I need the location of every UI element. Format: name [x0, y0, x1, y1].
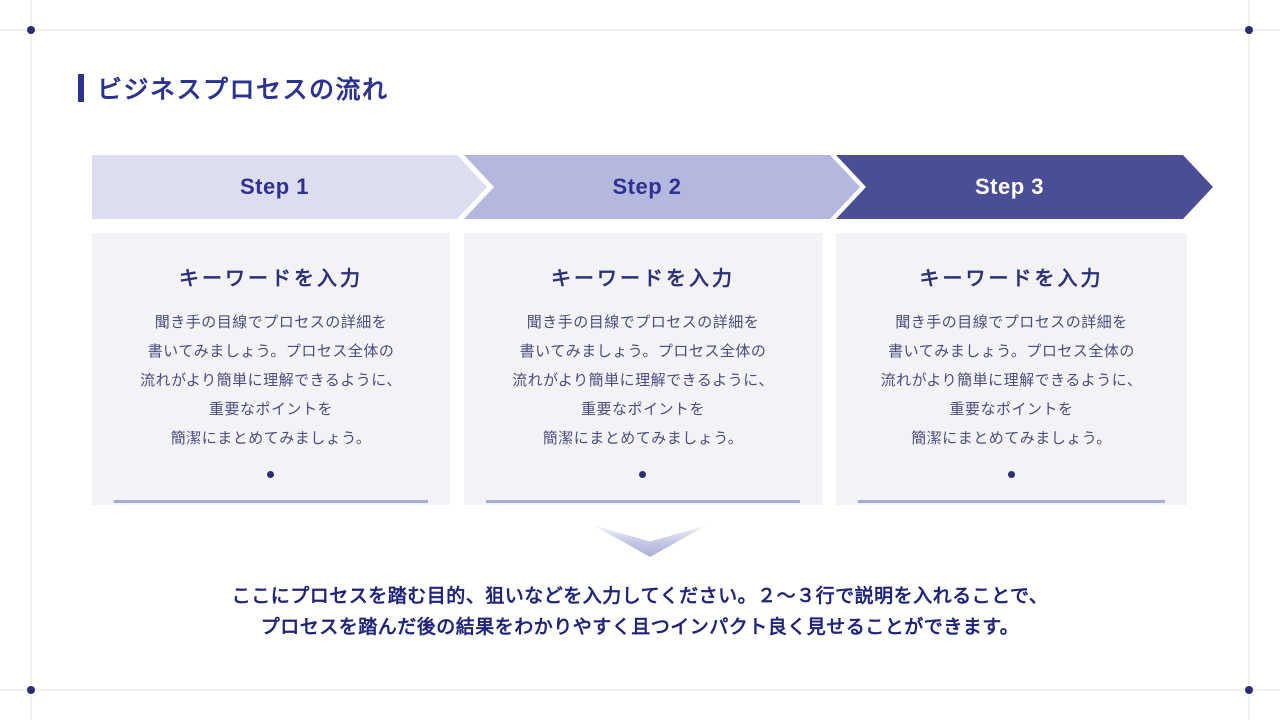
- guide-line-bottom: [0, 689, 1280, 691]
- process-card-1: キーワードを入力 聞き手の目線でプロセスの詳細を 書いてみましょう。プロセス全体…: [92, 233, 450, 505]
- card-underline-3: [858, 500, 1165, 503]
- card-underline-2: [486, 500, 800, 503]
- footer-note: ここにプロセスを踏む目的、狙いなどを入力してください。２～３行で説明を入れること…: [231, 586, 1049, 638]
- corner-dot-bottom-left: [27, 686, 35, 694]
- chevron-down-icon: [595, 526, 705, 557]
- corner-dot-top-right: [1245, 26, 1253, 34]
- guide-line-right: [1248, 0, 1250, 720]
- card-body-1: 聞き手の目線でプロセスの詳細を 書いてみましょう。プロセス全体の 流れがより簡単…: [140, 314, 402, 447]
- card-heading-2: キーワードを入力: [551, 266, 735, 290]
- bullet-dot-2: [639, 471, 646, 478]
- step-banner-1: Step 1: [92, 155, 487, 219]
- bullet-dot-1: [267, 471, 274, 478]
- step-label-2: Step 2: [612, 174, 682, 199]
- process-card-3: キーワードを入力 聞き手の目線でプロセスの詳細を 書いてみましょう。プロセス全体…: [836, 233, 1187, 505]
- page-title: ビジネスプロセスの流れ: [97, 75, 389, 104]
- corner-dot-bottom-right: [1245, 686, 1253, 694]
- card-body-2: 聞き手の目線でプロセスの詳細を 書いてみましょう。プロセス全体の 流れがより簡単…: [512, 314, 774, 447]
- title-accent-bar: [78, 74, 84, 102]
- step-label-1: Step 1: [239, 174, 310, 199]
- card-body-3: 聞き手の目線でプロセスの詳細を 書いてみましょう。プロセス全体の 流れがより簡単…: [880, 314, 1143, 447]
- step-banner-2: Step 2: [464, 155, 860, 219]
- card-heading-3: キーワードを入力: [919, 266, 1104, 290]
- corner-dot-top-left: [27, 26, 35, 34]
- step-label-3: Step 3: [974, 174, 1045, 199]
- guide-line-left: [30, 0, 32, 720]
- guide-line-top: [0, 29, 1280, 31]
- step-banner-3: Step 3: [836, 155, 1213, 219]
- card-heading-1: キーワードを入力: [179, 266, 363, 290]
- bullet-dot-3: [1007, 471, 1015, 478]
- process-card-2: キーワードを入力 聞き手の目線でプロセスの詳細を 書いてみましょう。プロセス全体…: [464, 233, 822, 505]
- card-underline-1: [114, 500, 428, 503]
- title-block: ビジネスプロセスの流れ: [78, 70, 389, 106]
